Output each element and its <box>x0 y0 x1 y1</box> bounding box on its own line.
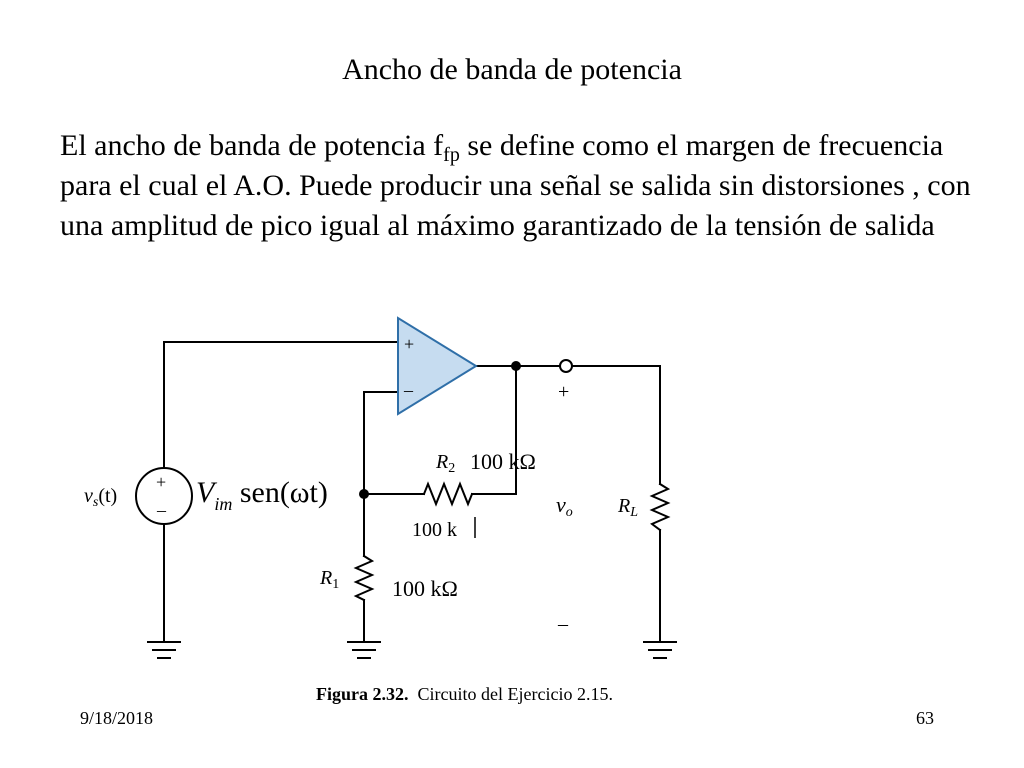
figure-caption-text: Circuito del Ejercicio 2.15. <box>409 684 613 704</box>
ground-rl-icon <box>643 641 677 659</box>
vim-label-rest: sen(ωt) <box>232 476 328 509</box>
output-plus-label: + <box>558 381 569 403</box>
r2-label-main: R <box>435 451 448 473</box>
source-label: vs(t) <box>84 485 117 510</box>
source-minus-label: – <box>156 500 167 520</box>
resistor-rl <box>649 482 671 532</box>
vo-label-main: v <box>556 492 566 517</box>
wire-source-to-plus-input <box>163 341 399 469</box>
footer-date: 9/18/2018 <box>80 708 154 728</box>
ground-r1-icon <box>347 641 381 659</box>
source-label-main: v <box>84 485 93 507</box>
footer-page-number: 63 <box>916 708 934 728</box>
ground-source-icon <box>147 641 181 659</box>
source-label-rest: (t) <box>98 485 117 507</box>
r1-label-main: R <box>319 567 332 589</box>
rl-label-sub: L <box>629 505 638 520</box>
vim-label-main: V <box>196 476 218 509</box>
slide-paragraph: El ancho de banda de potencia ffp se def… <box>60 126 980 246</box>
vo-label-sub: o <box>566 505 573 520</box>
paragraph-text-rest: se define como el margen de frecuencia p… <box>60 129 971 242</box>
opamp-plus-label: + <box>404 334 414 354</box>
wire-r2-right <box>471 365 517 495</box>
source-label-sub: s <box>93 495 99 510</box>
figure-caption-number: Figura 2.32. <box>316 684 409 704</box>
vim-label: Vim sen(ωt) <box>196 476 328 514</box>
vim-label-sub: im <box>214 494 232 514</box>
r1-label-sub: 1 <box>332 577 339 592</box>
slide-title: Ancho de banda de potencia <box>342 53 682 86</box>
wire-output-to-rl <box>571 365 661 485</box>
figure-caption: Figura 2.32. Circuito del Ejercicio 2.15… <box>316 684 613 704</box>
rl-label-main: R <box>617 495 630 517</box>
output-minus-label: – <box>557 613 569 635</box>
output-node <box>511 361 521 371</box>
opamp-minus-label: – <box>403 380 414 400</box>
vo-label: vo <box>556 492 573 520</box>
paragraph-text-start: El ancho de banda de potencia f <box>60 129 444 162</box>
voltage-source-icon <box>135 467 193 525</box>
rl-label: RL <box>617 495 638 520</box>
output-terminal-icon <box>559 359 573 373</box>
feedback-node <box>359 489 369 499</box>
r2-printed-value-label: 100 k <box>412 519 457 541</box>
r2-label-sub: 2 <box>448 461 455 476</box>
paragraph-subscript: fp <box>443 144 460 166</box>
r2-value-label: 100 kΩ <box>470 449 536 474</box>
resistor-r1 <box>353 554 375 602</box>
r1-label: R1 <box>319 567 339 592</box>
source-plus-label: + <box>156 472 166 492</box>
resistor-r2 <box>422 481 474 507</box>
r1-value-label: 100 kΩ <box>392 576 458 601</box>
wire-minus-input <box>363 391 399 491</box>
opamp-icon <box>397 316 478 416</box>
r2-label: R2 <box>435 451 455 476</box>
